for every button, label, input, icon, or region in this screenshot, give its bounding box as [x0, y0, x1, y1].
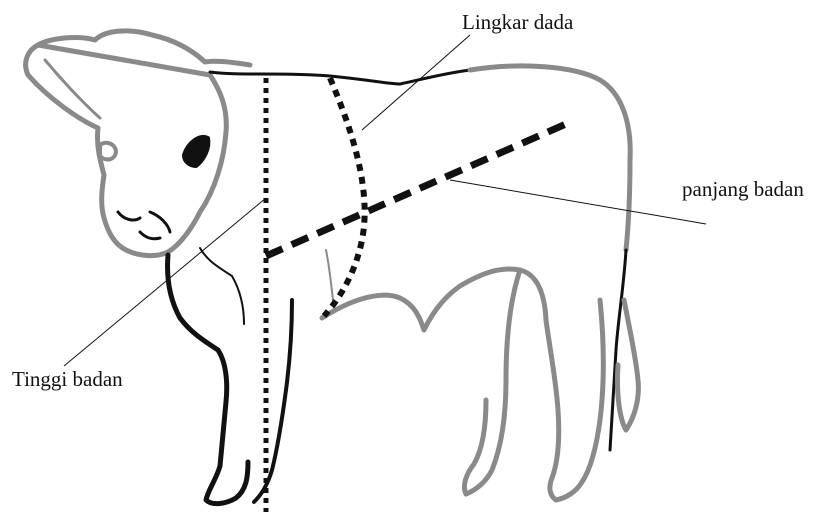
calf-outline-icon: [26, 31, 639, 504]
calf-rump-outline: [470, 66, 630, 250]
body-height-label: Tinggi badan: [12, 369, 123, 390]
calf-chest-detail: [200, 248, 244, 324]
body-length-line: [266, 124, 566, 256]
calf-ear-inner: [45, 60, 100, 118]
calf-front-leg-right: [254, 300, 292, 502]
calf-head-outline: [26, 31, 250, 256]
calf-muzzle: [118, 212, 170, 239]
calf-front-leg-left: [168, 255, 249, 504]
calf-eye-right: [184, 137, 208, 166]
calf-eye-left: [100, 143, 116, 160]
body-length-leader: [450, 180, 706, 224]
body-length-label: panjang badan: [682, 179, 804, 200]
chest-girth-label: Lingkar dada: [462, 12, 573, 33]
calf-back-line: [210, 70, 470, 84]
calf-tail: [617, 300, 638, 430]
calf-rear-leg-gray: [546, 300, 603, 500]
calf-inner-rear-leg: [464, 270, 520, 494]
